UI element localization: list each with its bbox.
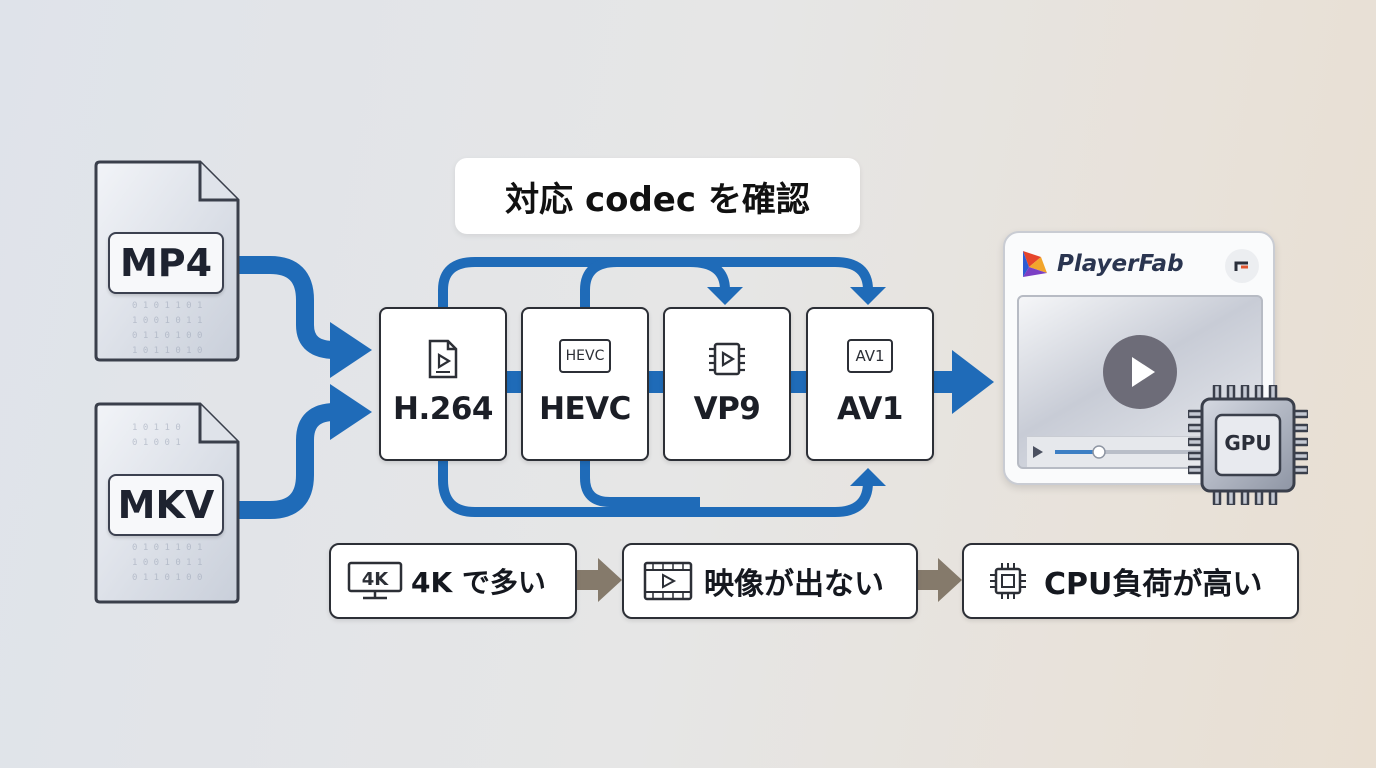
file-label-mkv: MKV <box>108 474 224 536</box>
player-menu-button[interactable] <box>1225 249 1259 283</box>
svg-text:0 1 0 1 1 0 1: 0 1 0 1 1 0 1 <box>132 301 202 311</box>
issue-label: 4K で多い <box>411 566 546 599</box>
gpu-chip: GPU <box>1188 385 1308 505</box>
top-loop-arrowhead <box>850 287 886 305</box>
gpu-label: GPU <box>1224 431 1272 455</box>
playerfab-logo-icon <box>1023 251 1047 277</box>
hevc-badge-icon: HEVC <box>558 339 612 373</box>
play-icon <box>1132 357 1155 387</box>
issue-cpu-load: CPU負荷が高い <box>962 543 1299 619</box>
input-file-mkv: 1 0 1 1 0 0 1 0 0 1 0 1 0 1 1 0 1 1 0 0 … <box>92 400 242 605</box>
mini-play-icon <box>1033 446 1043 458</box>
codec-box-vp9: VP9 <box>663 307 791 461</box>
bottom-loop-arrowhead <box>850 468 886 486</box>
codec-box-hevc: HEVC HEVC <box>521 307 649 461</box>
mkv-flow-arrow <box>235 403 336 519</box>
player-brand-name: PlayerFab <box>1057 251 1184 277</box>
codec-label: AV1 <box>837 391 903 427</box>
issue-arrow <box>916 558 962 602</box>
codec-box-av1: AV1 AV1 <box>806 307 934 461</box>
issue-4k: 4K 4K で多い <box>329 543 577 619</box>
play-button[interactable] <box>1103 335 1177 409</box>
codec-label: VP9 <box>693 391 761 427</box>
input-file-mp4: 0 1 0 1 1 0 1 1 0 0 1 0 1 1 0 1 1 0 1 0 … <box>92 158 242 363</box>
av1-badge-icon: AV1 <box>847 339 893 373</box>
monitor-4k-icon: 4K <box>347 561 403 600</box>
file-label-mp4: MP4 <box>108 232 224 294</box>
monitor-badge-text: 4K <box>362 569 390 590</box>
codec-connector <box>785 371 811 393</box>
issue-label: CPU負荷が高い <box>1044 567 1263 602</box>
output-arrow-shaft <box>933 371 955 393</box>
svg-text:0 1 0 0 1: 0 1 0 0 1 <box>132 438 181 448</box>
top-loop-arrowhead <box>707 287 743 305</box>
mp4-arrowhead <box>330 322 372 378</box>
gpu-chip-icon <box>1188 385 1308 505</box>
svg-text:1 0 1 1 0 1 0: 1 0 1 1 0 1 0 <box>132 346 202 356</box>
svg-text:1 0 1 1 0: 1 0 1 1 0 <box>132 423 181 433</box>
seek-handle[interactable] <box>1092 445 1106 459</box>
svg-text:1 0 0 1 0 1 1: 1 0 0 1 0 1 1 <box>132 316 202 326</box>
av1-badge-text: AV1 <box>855 347 885 365</box>
hevc-badge-text: HEVC <box>565 348 605 364</box>
top-loop-arrow <box>438 257 730 307</box>
codec-label: H.264 <box>393 391 493 427</box>
bottom-loop-arrow <box>438 458 873 517</box>
issue-no-video: 映像が出ない <box>622 543 918 619</box>
mp4-flow-arrow <box>235 256 336 359</box>
svg-text:0 1 1 0 1 0 0: 0 1 1 0 1 0 0 <box>132 573 202 583</box>
corner-bracket-icon <box>1234 261 1248 271</box>
film-chip-icon <box>709 342 745 376</box>
bottom-loop-arrow <box>580 458 700 507</box>
video-file-icon <box>428 339 458 379</box>
diagram-title: 対応 codec を確認 <box>455 158 860 234</box>
cpu-chip-icon <box>990 563 1026 599</box>
issue-label: 映像が出ない <box>704 567 884 602</box>
codec-label: HEVC <box>539 391 631 427</box>
svg-text:0 1 0 1 1 0 1: 0 1 0 1 1 0 1 <box>132 543 202 553</box>
svg-text:0 1 1 0 1 0 0: 0 1 1 0 1 0 0 <box>132 331 202 341</box>
mkv-arrowhead <box>330 384 372 440</box>
video-frame-icon <box>643 561 693 601</box>
top-loop-arrow <box>580 257 873 307</box>
svg-text:1 0 0 1 0 1 1: 1 0 0 1 0 1 1 <box>132 558 202 568</box>
issue-arrow <box>576 558 622 602</box>
output-arrowhead <box>952 350 994 414</box>
diagram-title-text: 対応 codec を確認 <box>505 179 810 220</box>
codec-connector <box>643 371 669 393</box>
codec-box-h264: H.264 <box>379 307 507 461</box>
